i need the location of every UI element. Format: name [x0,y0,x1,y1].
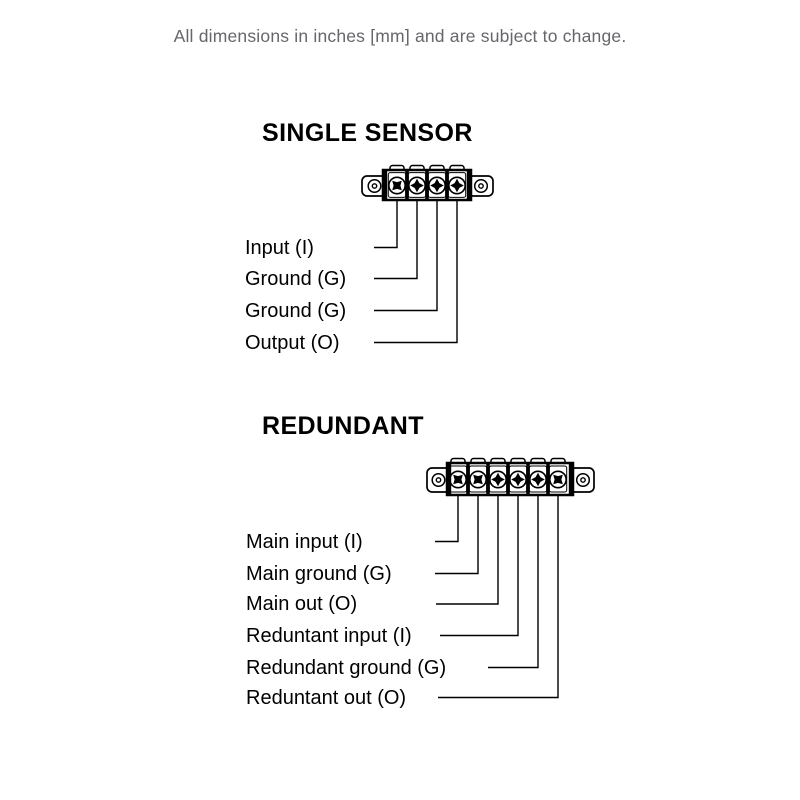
screw-terminal [407,172,427,198]
single-sensor-terminal-block-diagram [361,164,494,344]
wire-label-main-out: Main out (O) [246,593,358,615]
screw-terminal [488,465,508,493]
wire-label-ground-1: Ground (G) [245,268,347,290]
redundant-title: REDUNDANT [262,412,424,440]
wire-label-ground-2: Ground (G) [245,300,347,322]
screw-terminal [448,465,468,493]
single-sensor-title: SINGLE SENSOR [262,119,473,147]
screw-terminal [427,172,447,198]
wire-label-main-ground: Main ground (G) [246,563,392,585]
wire-label-input: Input (I) [245,237,314,259]
wire-label-output: Output (O) [245,332,340,354]
screw-terminal [387,172,407,198]
screw-terminal [468,465,488,493]
wire-label-redundant-input: Reduntant input (I) [246,625,412,647]
wire-label-redundant-out: Reduntant out (O) [246,687,407,709]
terminal-block-body [381,164,473,202]
wire-label-main-input: Main input (I) [246,531,363,553]
screw-terminal [508,465,528,493]
wire-label-redundant-ground: Redundant ground (G) [246,657,447,679]
redundant-terminal-block-diagram [426,457,595,699]
leader-lines [435,494,559,699]
mounting-hole-right [569,467,595,493]
terminal-block-body [445,457,575,497]
screw-terminal [447,172,467,198]
mounting-hole-right [467,175,494,197]
leader-lines [374,199,458,344]
screw-terminal [548,465,568,493]
screw-terminal [528,465,548,493]
dimensions-note: All dimensions in inches [mm] and are su… [173,26,627,46]
